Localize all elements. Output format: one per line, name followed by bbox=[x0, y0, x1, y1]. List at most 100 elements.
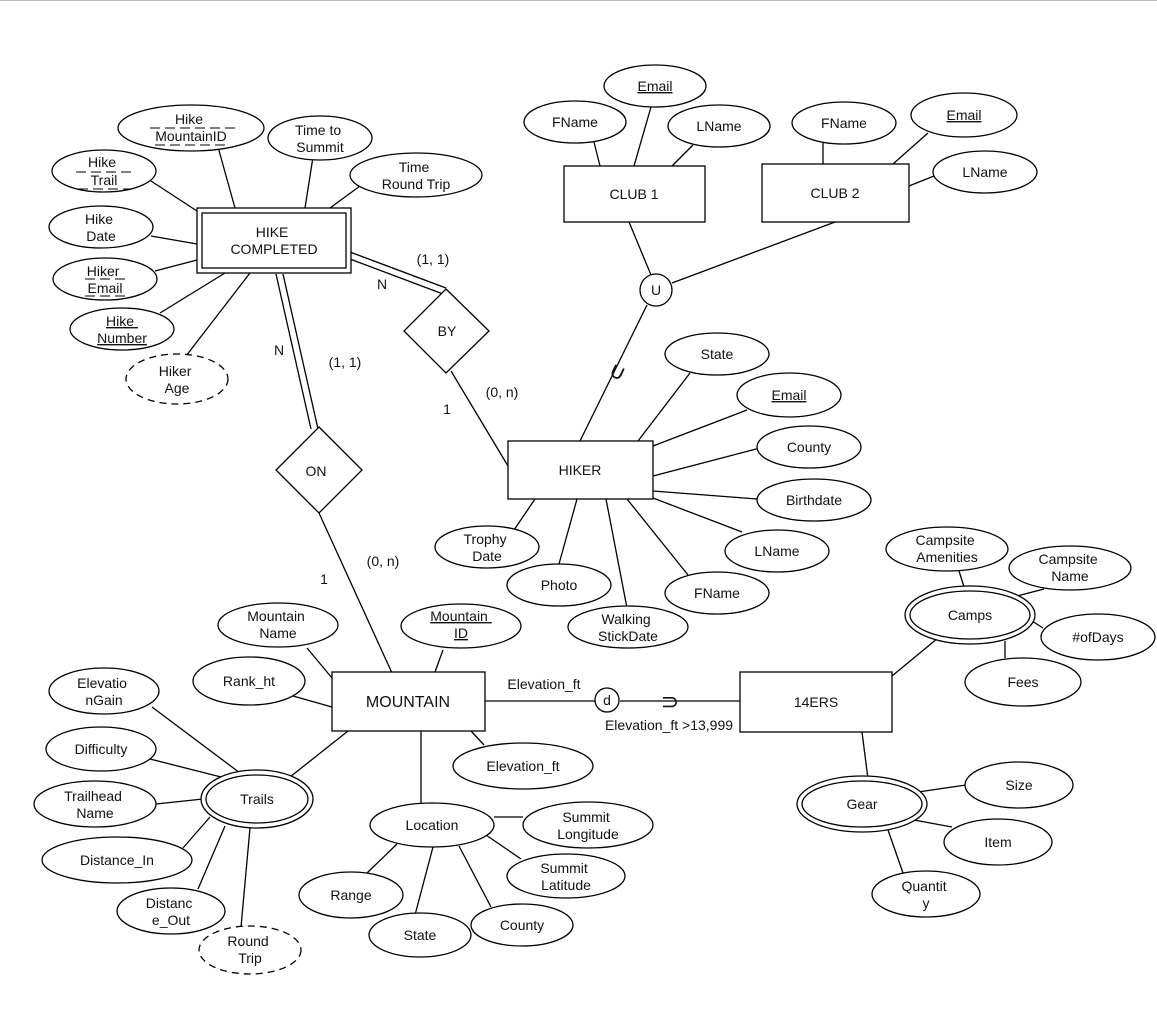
disjoint-symbol: d bbox=[594, 687, 620, 713]
union-symbol: U bbox=[639, 273, 673, 307]
svg-text:Birthdate: Birthdate bbox=[786, 492, 842, 508]
attr-summit-latitude: Summit Latitude bbox=[506, 853, 626, 899]
attr-mountain-name: Mountain Name bbox=[217, 602, 339, 648]
svg-text:#ofDays: #ofDays bbox=[1072, 629, 1123, 645]
svg-text:LName: LName bbox=[962, 164, 1007, 180]
attr-club2-fname: FName bbox=[791, 101, 897, 145]
attr-location: Location bbox=[369, 802, 495, 848]
svg-text:U: U bbox=[651, 282, 661, 298]
attr-trailhead-name: Trailhead Name bbox=[33, 780, 157, 828]
entity-club2: CLUB 2 bbox=[761, 163, 910, 223]
entity-hiker: HIKER bbox=[507, 440, 654, 500]
svg-text:Item: Item bbox=[984, 834, 1011, 850]
svg-text:Location: Location bbox=[406, 817, 459, 833]
attr-location-county: County bbox=[470, 903, 574, 947]
svg-text:Campsite Amenities: Campsite Amenities bbox=[915, 532, 978, 565]
svg-text:MOUNTAIN: MOUNTAIN bbox=[366, 694, 450, 711]
svg-text:FName: FName bbox=[821, 115, 867, 131]
svg-text:Hike Date: Hike Date bbox=[85, 211, 117, 244]
attr-club1-email: Email bbox=[603, 64, 707, 108]
svg-text:Email: Email bbox=[637, 78, 672, 94]
svg-text:Hiker Age: Hiker Age bbox=[159, 363, 196, 396]
attr-campsite-amenities: Campsite Amenities bbox=[885, 526, 1009, 572]
svg-text:Email: Email bbox=[771, 387, 806, 403]
specialization-condition-label: Elevation_ft >13,999 bbox=[605, 717, 733, 733]
entity-14ers: 14ERS bbox=[739, 671, 893, 733]
svg-text:Trailhead Name: Trailhead Name bbox=[64, 788, 126, 821]
attr-walking-stickdate: Walking StickDate bbox=[567, 605, 689, 649]
attr-quantity: Quantit y bbox=[871, 870, 981, 918]
hike-completed-line2: COMPLETED bbox=[230, 241, 317, 257]
attr-hiker-fname: FName bbox=[664, 571, 770, 615]
svg-text:ON: ON bbox=[306, 463, 327, 479]
attr-difficulty: Difficulty bbox=[45, 726, 157, 772]
connector-lines bbox=[149, 106, 1045, 928]
attr-fees: Fees bbox=[964, 657, 1082, 707]
card-hc-by-11: (1, 1) bbox=[417, 251, 450, 267]
svg-text:County: County bbox=[500, 917, 544, 933]
svg-text:Range: Range bbox=[330, 887, 371, 903]
entity-hike-completed: HIKE COMPLETED bbox=[196, 207, 352, 274]
svg-text:Walking StickDate: Walking StickDate bbox=[598, 611, 658, 644]
svg-text:HIKE COMPLETED: HIKE COMPLETED bbox=[230, 224, 317, 257]
svg-text:Hike Number: Hike Number bbox=[97, 313, 147, 346]
attr-time-round-trip: Time Round Trip bbox=[349, 152, 483, 198]
svg-text:Rank_ht: Rank_ht bbox=[223, 673, 275, 689]
svg-text:Hike MountainID: Hike MountainID bbox=[155, 111, 227, 144]
attr-hiker-birthdate: Birthdate bbox=[756, 478, 872, 522]
attr-elevation-ft: Elevation_ft bbox=[452, 742, 594, 790]
attr-elevation-gain: Elevatio nGain bbox=[48, 667, 160, 715]
attr-club1-fname: FName bbox=[523, 100, 627, 144]
svg-text:Summit Longitude: Summit Longitude bbox=[557, 809, 619, 842]
svg-text:d: d bbox=[603, 692, 611, 708]
attr-hiker-email: Hiker Email bbox=[52, 257, 158, 301]
svg-text:State: State bbox=[404, 927, 437, 943]
attr-summit-longitude: Summit Longitude bbox=[522, 801, 654, 849]
attr-round-trip: Round Trip bbox=[198, 925, 302, 975]
svg-text:Elevation_ft: Elevation_ft bbox=[486, 758, 559, 774]
svg-text:HIKER: HIKER bbox=[559, 462, 602, 478]
attr-gear: Gear bbox=[796, 775, 928, 833]
attr-time-to-summit: Time to Summit bbox=[267, 115, 373, 161]
entity-club1: CLUB 1 bbox=[563, 165, 706, 223]
relationship-by: BY bbox=[403, 288, 490, 374]
attr-hike-number: Hike Number bbox=[69, 307, 175, 351]
attr-location-state: State bbox=[368, 912, 472, 958]
card-hc-by-n: N bbox=[377, 276, 387, 292]
attr-of-days: #ofDays bbox=[1040, 613, 1156, 661]
attr-size: Size bbox=[964, 761, 1074, 809]
svg-text:14ERS: 14ERS bbox=[794, 694, 838, 710]
attr-hiker-state: State bbox=[664, 332, 770, 376]
svg-text:Camps: Camps bbox=[948, 607, 992, 623]
attr-hiker-county: County bbox=[756, 425, 862, 469]
svg-text:Hike Trail: Hike Trail bbox=[88, 154, 120, 188]
attr-distance-out: Distanc e_Out bbox=[116, 887, 226, 935]
svg-text:Mountain Name: Mountain Name bbox=[247, 608, 308, 641]
attr-camps: Camps bbox=[904, 585, 1036, 645]
attr-club2-email: Email bbox=[910, 92, 1018, 138]
svg-text:Distanc e_Out: Distanc e_Out bbox=[146, 895, 197, 928]
relationship-on: ON bbox=[275, 426, 363, 514]
svg-text:Mountain ID: Mountain ID bbox=[430, 608, 491, 641]
svg-text:County: County bbox=[787, 439, 831, 455]
card-hc-on-11: (1, 1) bbox=[329, 354, 362, 370]
specialization-attribute-label: Elevation_ft bbox=[507, 676, 580, 692]
entity-mountain: MOUNTAIN bbox=[331, 671, 486, 732]
attr-hiker-age: Hiker Age bbox=[125, 353, 229, 405]
svg-text:BY: BY bbox=[438, 323, 457, 339]
attr-hiker-lname: LName bbox=[724, 529, 830, 573]
svg-text:Distance_In: Distance_In bbox=[80, 852, 154, 868]
disjoint-subset-symbol: ⊃ bbox=[661, 689, 679, 714]
svg-text:Size: Size bbox=[1005, 777, 1032, 793]
svg-text:Summit Latitude: Summit Latitude bbox=[540, 860, 591, 893]
svg-text:FName: FName bbox=[694, 585, 740, 601]
attr-hike-date: Hike Date bbox=[48, 205, 154, 249]
attr-hike-mountainid: Hike MountainID bbox=[117, 104, 265, 152]
attr-club1-lname: LName bbox=[667, 104, 771, 148]
attr-campsite-name: Campsite Name bbox=[1008, 545, 1132, 591]
svg-text:FName: FName bbox=[552, 114, 598, 130]
card-on-mtn-0n: (0, n) bbox=[367, 553, 400, 569]
svg-text:Round Trip: Round Trip bbox=[227, 933, 272, 966]
